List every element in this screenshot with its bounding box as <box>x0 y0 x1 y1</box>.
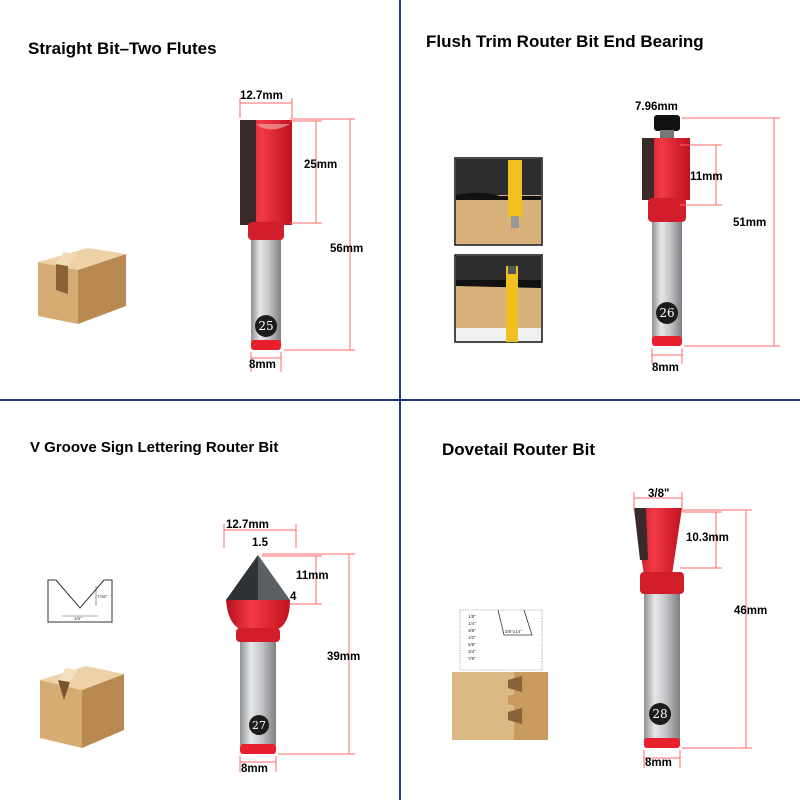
wood-block-icon <box>38 248 126 324</box>
panel-dovetail-bit: Dovetail Router Bit 3/8"x14° 1/8" 1/4" 3… <box>442 440 767 769</box>
dim-shank: 8mm <box>645 757 672 769</box>
chart-size-1: 1/8" <box>468 614 476 619</box>
dim-cut-length: 25mm <box>304 159 337 171</box>
dim-bearing: 7.96mm <box>635 101 678 113</box>
dim-cutter-diameter: 12.7mm <box>226 519 269 531</box>
panel-straight-bit: Straight Bit–Two Flutes 25 12.7mm <box>28 39 363 372</box>
panel-flush-trim-bit: Flush Trim Router Bit End Bearing <box>426 32 780 374</box>
usage-photo-2-icon <box>454 254 543 343</box>
usage-photo-1-icon <box>454 157 543 246</box>
bit-number: 25 <box>258 319 273 333</box>
chart-size-4: 1/2" <box>468 635 476 640</box>
wood-block-icon <box>40 666 124 748</box>
dim-shank: 8mm <box>249 359 276 371</box>
panel-title: V Groove Sign Lettering Router Bit <box>30 439 278 456</box>
dim-total-length: 46mm <box>734 605 767 617</box>
profile-width-label: 1/2" <box>74 616 82 621</box>
chart-size-2: 1/4" <box>468 621 476 626</box>
v-groove-profile-icon: 7/16" 1/2" <box>47 579 113 623</box>
chart-size-7: 7/8" <box>468 656 476 661</box>
dim-total-length: 51mm <box>733 217 766 229</box>
flush-trim-bit-icon: 26 <box>642 115 690 346</box>
bit-number: 27 <box>252 719 266 732</box>
bit-number: 26 <box>659 306 674 320</box>
panel-title: Flush Trim Router Bit End Bearing <box>426 32 704 51</box>
dim-side: 4 <box>290 591 297 603</box>
dovetail-joint-icon <box>452 672 548 740</box>
profile-depth-label: 7/16" <box>97 594 108 599</box>
bit-number: 28 <box>652 707 667 721</box>
panel-v-groove-bit: V Groove Sign Lettering Router Bit 7/16"… <box>30 439 360 775</box>
dim-cut-length: 11mm <box>690 171 723 183</box>
dim-shank: 8mm <box>652 362 679 374</box>
dim-tip: 1.5 <box>252 537 269 549</box>
panel-title: Dovetail Router Bit <box>442 440 595 459</box>
dim-total-length: 39mm <box>327 651 360 663</box>
dim-shank: 8mm <box>241 763 268 775</box>
dim-top-diameter: 3/8" <box>648 488 669 500</box>
straight-bit-icon: 25 <box>240 120 292 350</box>
chart-size-6: 3/4" <box>468 649 476 654</box>
dim-total-length: 56mm <box>330 243 363 255</box>
dovetail-size-chart-icon: 3/8"x14° 1/8" 1/4" 3/8" 1/2" 5/8" 3/4" 7… <box>459 609 543 671</box>
v-groove-bit-icon: 27 <box>226 555 290 754</box>
chart-size-5: 5/8" <box>468 642 476 647</box>
dovetail-bit-icon: 28 <box>634 508 684 748</box>
dim-cutter-diameter: 12.7mm <box>240 90 283 102</box>
chart-size-3: 3/8" <box>468 628 476 633</box>
chart-bit-label: 3/8"x14° <box>505 629 522 634</box>
panel-title: Straight Bit–Two Flutes <box>28 39 217 58</box>
dim-cut-length: 10.3mm <box>686 532 729 544</box>
dim-cut-depth: 11mm <box>296 570 329 582</box>
